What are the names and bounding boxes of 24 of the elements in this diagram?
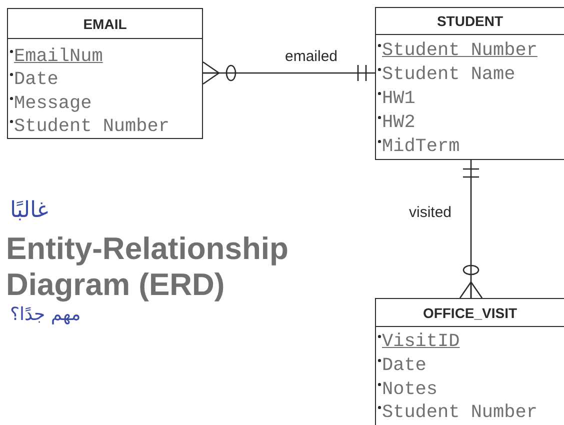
entity-name: STUDENT [376,8,564,35]
entity-name: OFFICE_VISIT [376,299,564,327]
relationship-line [202,61,376,85]
attribute-text: MidTerm [382,137,460,157]
attribute-text: Message [14,94,92,114]
attribute-text: Notes [382,380,438,400]
attribute-text: HW2 [382,113,416,133]
attribute-text: EmailNum [14,47,103,67]
relationship-line [459,159,483,299]
attribute-text: Date [382,356,426,376]
handwritten-note: غالبًا [10,198,48,224]
handwritten-note: مهم جدًا؟ [10,304,81,326]
attribute-text: Student Number [382,41,538,61]
attribute-text: VisitID [382,332,460,352]
attribute-text: Date [14,70,58,90]
attribute-text: HW1 [382,89,416,109]
entity-box [375,298,564,425]
entity-box [375,7,564,160]
diagram-title: Entity-Relationship Diagram (ERD) [6,231,290,303]
entity-box [7,8,203,139]
attribute-text: Student Number [382,403,538,423]
entity-name: EMAIL [8,9,202,39]
attribute-text: Student Name [382,65,516,85]
attribute-text: Student Number [14,117,170,137]
